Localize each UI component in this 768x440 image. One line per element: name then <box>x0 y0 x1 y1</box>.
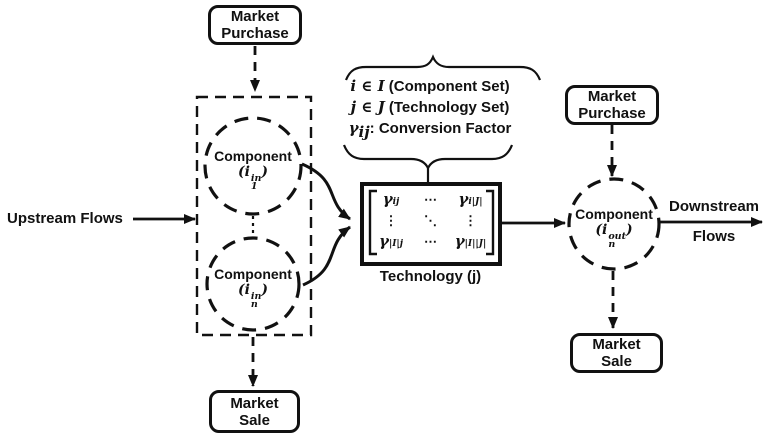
matrix-cell-vdots: ⋮ <box>464 213 477 228</box>
arrow-in1-to-matrix <box>301 162 351 221</box>
matrix-cell-vdots: ⋮ <box>384 213 398 228</box>
legend-line-conversion-factor: γij: Conversion Factor <box>348 119 512 141</box>
matrix-cell: γ|I||J| <box>454 232 487 250</box>
downstream-flows-label-line1: Downstream <box>668 198 760 215</box>
arrow-inn-to-matrix <box>302 225 351 287</box>
technology-matrix-box <box>360 182 502 266</box>
matrix-cell-hdots: ⋯ <box>424 234 437 249</box>
matrix-cell-hdots: ⋯ <box>424 192 437 207</box>
market-sale-box-right: Market Sale <box>570 333 663 373</box>
matrix-cell-ddots: ⋱ <box>424 213 437 228</box>
component-out-title: Component <box>575 206 653 222</box>
matrix-cell: γ|I|j <box>379 232 403 250</box>
component-in1-circle <box>203 116 303 216</box>
process-boundary-dashed-rect <box>195 95 313 337</box>
set-definitions-legend: i ∈ I (Component Set) j ∈ J (Technology … <box>340 76 520 143</box>
legend-line-component-set: i ∈ I (Component Set) <box>350 77 510 95</box>
upstream-flows-label: Upstream Flows <box>7 210 123 227</box>
legend-overbrace <box>344 54 542 81</box>
component-in1-title: Component <box>214 148 292 164</box>
legend-underbrace <box>342 144 514 171</box>
matrix-right-bracket <box>486 189 495 256</box>
component-inn-circle <box>205 236 301 332</box>
market-sale-box-left: Market Sale <box>209 390 300 433</box>
market-purchase-box-right: Market Purchase <box>565 85 659 125</box>
legend-line-technology-set: j ∈ J (Technology Set) <box>350 98 510 116</box>
downstream-flows-label-line2: Flows <box>692 228 736 245</box>
component-out-circle <box>567 177 661 271</box>
matrix-left-bracket <box>368 189 377 256</box>
technology-caption: Technology (j) <box>379 268 482 285</box>
market-purchase-box-left: Market Purchase <box>208 5 302 45</box>
component-inn-title: Component <box>214 266 292 282</box>
